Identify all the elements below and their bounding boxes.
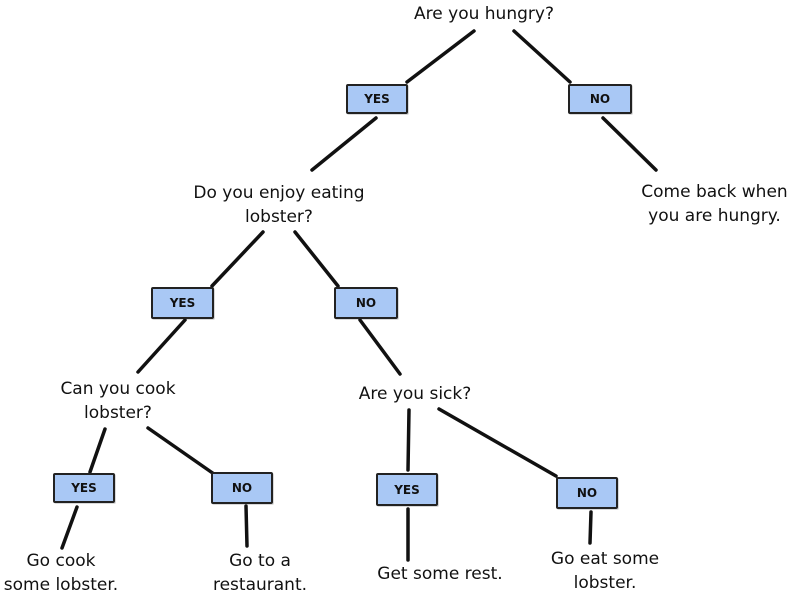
question-hungry: Are you hungry? xyxy=(414,4,554,24)
no-badge-hungry: NO xyxy=(568,84,632,114)
edge-q2-yes xyxy=(210,230,265,288)
edge-no-comeback xyxy=(601,116,658,172)
yes-badge-hungry: YES xyxy=(346,84,408,114)
edge-q1-yes xyxy=(405,29,476,84)
edge-yes-q2 xyxy=(310,116,378,172)
no-badge-enjoy: NO xyxy=(334,287,398,319)
question-sick: Are you sick? xyxy=(358,384,472,404)
no-badge-sick: NO xyxy=(556,477,618,509)
yes-badge-cook: YES xyxy=(53,473,115,503)
edge-q3-no xyxy=(146,426,216,476)
no-badge-cook: NO xyxy=(211,472,273,504)
edge-yes-gocook xyxy=(60,505,79,550)
edge-no-eatlobster xyxy=(588,510,593,545)
outcome-eat-lobster: Go eat some lobster. xyxy=(550,549,660,593)
edge-q1-no xyxy=(512,29,572,84)
question-cook-lobster: Can you cook lobster? xyxy=(60,379,176,423)
outcome-rest: Get some rest. xyxy=(377,564,503,584)
edge-no-restaurant xyxy=(244,504,249,548)
edge-q4-no xyxy=(437,407,558,478)
outcome-come-back: Come back when you are hungry. xyxy=(641,182,788,226)
yes-badge-enjoy: YES xyxy=(151,287,214,319)
edge-q3-yes xyxy=(88,427,107,474)
question-enjoy-lobster: Do you enjoy eating lobster? xyxy=(193,183,365,227)
outcome-go-cook: Go cook some lobster. xyxy=(3,551,119,595)
edge-q2-no xyxy=(293,230,340,288)
yes-badge-sick: YES xyxy=(376,473,438,506)
edge-yes-q3 xyxy=(136,318,187,374)
outcome-restaurant: Go to a restaurant. xyxy=(212,551,308,595)
edge-q4-yes xyxy=(406,408,411,472)
edge-no-q4 xyxy=(358,318,402,376)
